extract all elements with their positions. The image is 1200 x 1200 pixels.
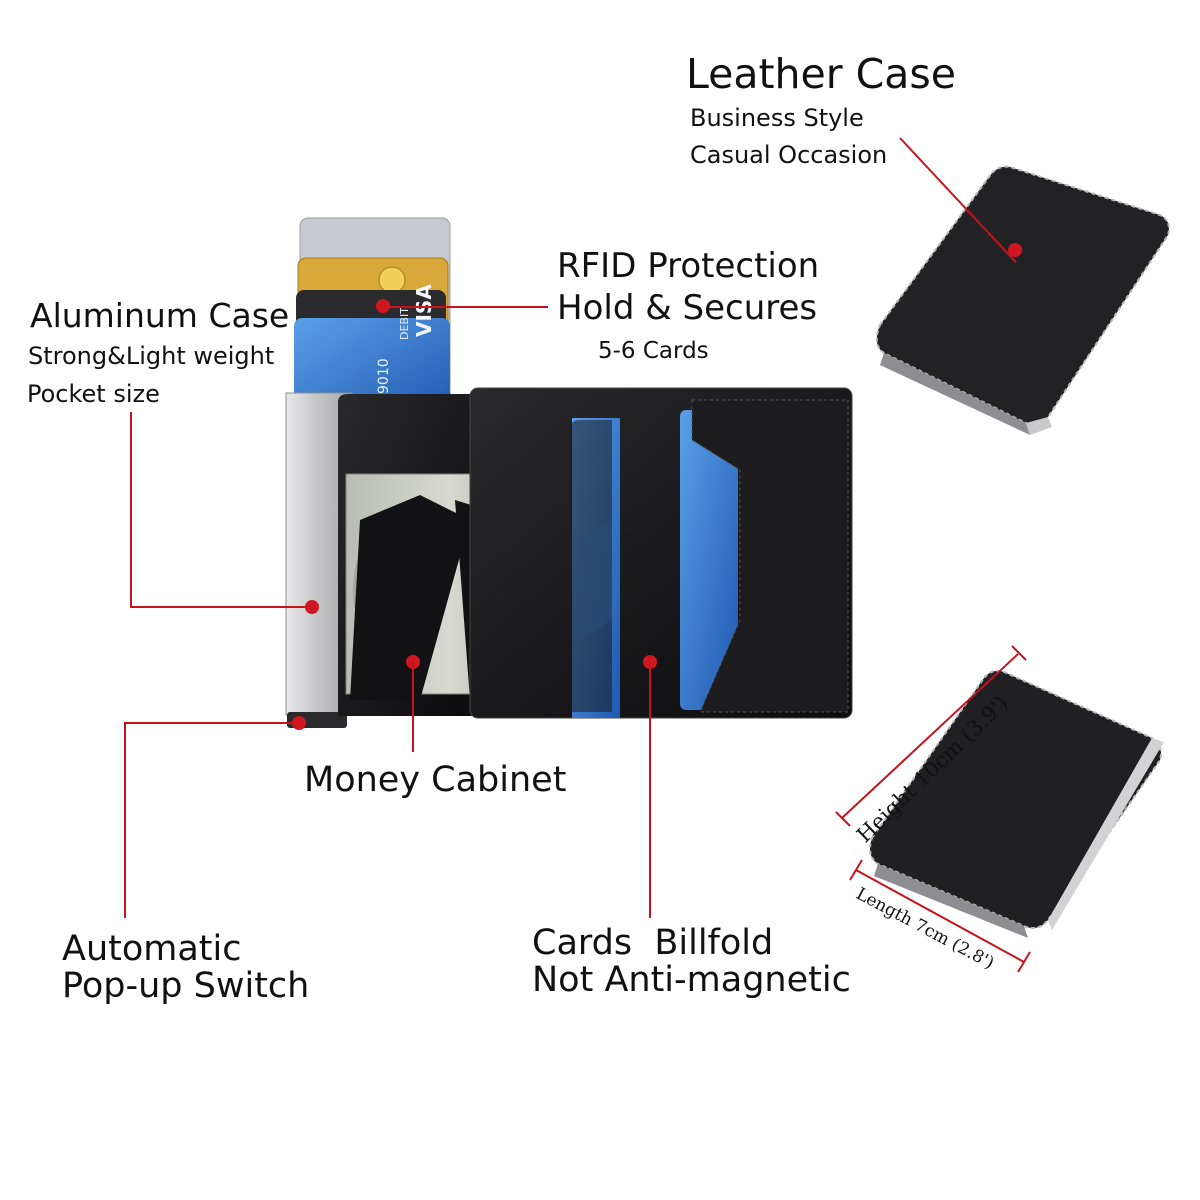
popup-switch-leader-v	[124, 722, 126, 918]
money-cabinet-leader	[412, 662, 414, 752]
aluminum-case-line2: Pocket size	[27, 380, 160, 408]
rfid-leader	[384, 306, 548, 308]
rfid-line2: Hold & Secures	[557, 288, 818, 328]
cards-billfold-line2: Not Anti-magnetic	[532, 960, 851, 1000]
popup-cards	[294, 217, 451, 420]
leather-case-dimensions	[869, 669, 1164, 938]
aluminum-case-leader-v	[130, 412, 132, 608]
cards-billfold-panel	[469, 387, 853, 719]
leather-case-line2: Casual Occasion	[690, 141, 888, 169]
rfid-line1: RFID Protection	[557, 246, 820, 286]
aluminum-case-title: Aluminum Case	[30, 296, 290, 335]
popup-switch-leader-h	[124, 722, 296, 724]
cards-billfold-line1: Cards Billfold	[532, 923, 774, 963]
rfid-dot	[376, 299, 390, 313]
money-cabinet-label: Money Cabinet	[304, 760, 567, 800]
leather-case-line1: Business Style	[690, 104, 864, 132]
leather-case-dot	[1008, 243, 1022, 257]
aluminum-case-dot	[305, 600, 319, 614]
popup-switch-line1: Automatic	[62, 929, 242, 969]
aluminum-case-line1: Strong&Light weight	[28, 342, 275, 370]
leather-case-closed	[875, 165, 1170, 435]
popup-switch-line2: Pop-up Switch	[62, 966, 310, 1006]
rfid-line3: 5-6 Cards	[598, 338, 709, 364]
aluminum-case-leader-h	[130, 606, 308, 608]
leather-case-title: Leather Case	[686, 50, 956, 98]
cards-billfold-leader	[649, 662, 651, 918]
popup-switch-dot	[292, 716, 306, 730]
